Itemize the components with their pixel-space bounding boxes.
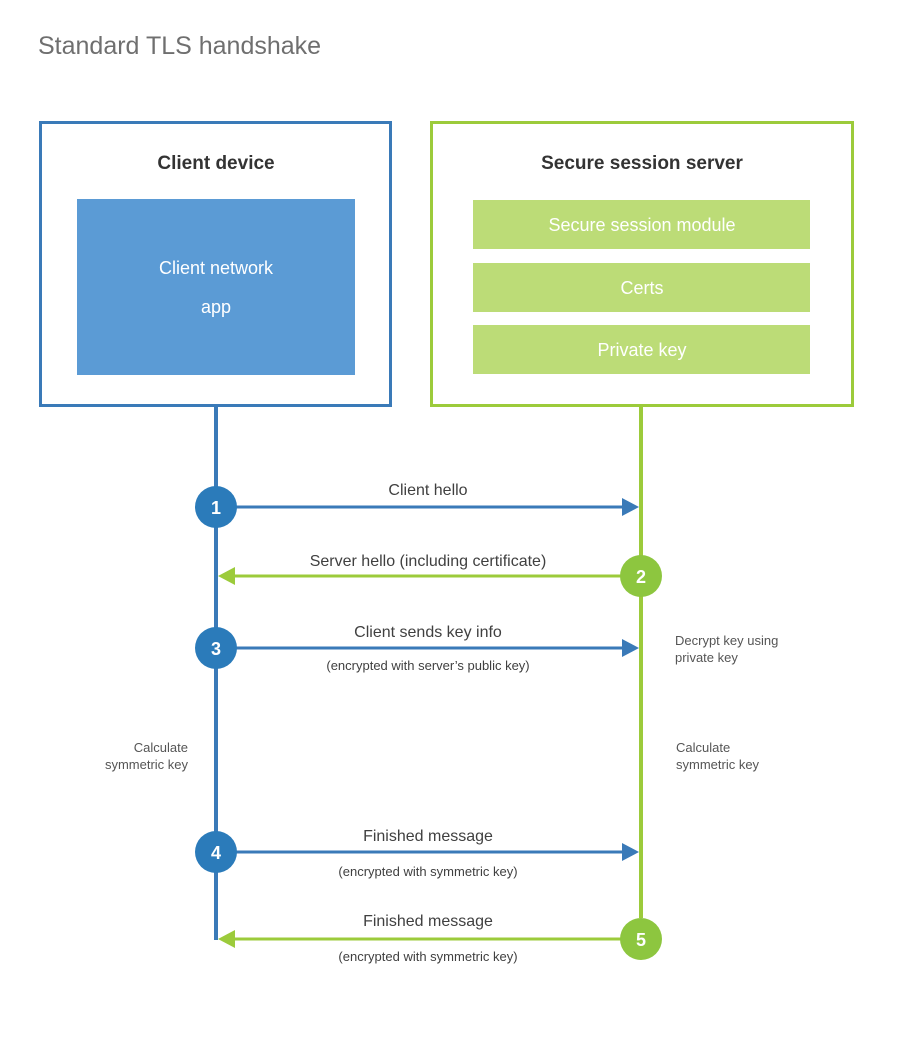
server-calc-line2: symmetric key bbox=[676, 757, 760, 772]
step-5-arrow-head bbox=[218, 930, 235, 948]
server-item-label-secure-session-module: Secure session module bbox=[548, 215, 735, 235]
secure-session-server-panel: Secure session server Secure session mod… bbox=[430, 121, 854, 407]
step-5-sublabel: (encrypted with symmetric key) bbox=[338, 949, 517, 964]
server-item-box-certs bbox=[473, 263, 810, 312]
server-decrypt-annotation: Decrypt key using private key bbox=[675, 633, 778, 665]
server-item-box-secure-session-module bbox=[473, 200, 810, 249]
step-1-group: Client hello 1 bbox=[195, 482, 639, 528]
step-3-label: Client sends key info bbox=[354, 624, 502, 641]
step-4-label: Finished message bbox=[363, 828, 493, 845]
server-decrypt-line1: Decrypt key using bbox=[675, 633, 778, 648]
step-1-arrow-head bbox=[622, 498, 639, 516]
server-item-label-private-key: Private key bbox=[597, 340, 686, 360]
step-1-number: 1 bbox=[211, 498, 221, 518]
step-4-arrow-head bbox=[622, 843, 639, 861]
step-2-badge bbox=[620, 555, 662, 597]
step-2-group: Server hello (including certificate) 2 bbox=[218, 553, 662, 597]
secure-session-server-title: Secure session server bbox=[541, 153, 743, 174]
client-network-app-label-line1: Client network bbox=[159, 258, 274, 278]
step-3-badge bbox=[195, 627, 237, 669]
step-5-group: Finished message (encrypted with symmetr… bbox=[218, 913, 662, 964]
step-2-arrow-head bbox=[218, 567, 235, 585]
server-calculate-symmetric-key-annotation: Calculate symmetric key bbox=[676, 740, 760, 772]
step-3-number: 3 bbox=[211, 639, 221, 659]
client-network-app-label-line2: app bbox=[201, 297, 231, 317]
client-device-panel: Client device Client network app bbox=[39, 121, 392, 407]
step-5-number: 5 bbox=[636, 930, 646, 950]
step-3-sublabel: (encrypted with server’s public key) bbox=[326, 658, 529, 673]
client-device-title: Client device bbox=[157, 153, 274, 174]
step-4-sublabel: (encrypted with symmetric key) bbox=[338, 864, 517, 879]
client-calc-line2: symmetric key bbox=[105, 757, 189, 772]
server-calc-line1: Calculate bbox=[676, 740, 730, 755]
step-4-group: Finished message (encrypted with symmetr… bbox=[195, 828, 639, 879]
step-1-label: Client hello bbox=[388, 482, 467, 499]
step-3-group: Client sends key info (encrypted with se… bbox=[195, 624, 639, 673]
step-1-badge bbox=[195, 486, 237, 528]
step-4-number: 4 bbox=[211, 843, 221, 863]
client-calculate-symmetric-key-annotation: Calculate symmetric key bbox=[105, 740, 189, 772]
client-calc-line1: Calculate bbox=[134, 740, 188, 755]
step-2-number: 2 bbox=[636, 567, 646, 587]
step-5-label: Finished message bbox=[363, 913, 493, 930]
page-title: Standard TLS handshake bbox=[38, 32, 321, 60]
server-item-box-private-key bbox=[473, 325, 810, 374]
server-decrypt-line2: private key bbox=[675, 650, 738, 665]
step-2-label: Server hello (including certificate) bbox=[310, 553, 547, 570]
client-network-app-box bbox=[77, 199, 355, 375]
step-5-badge bbox=[620, 918, 662, 960]
step-3-arrow-head bbox=[622, 639, 639, 657]
server-item-label-certs: Certs bbox=[620, 278, 663, 298]
step-4-badge bbox=[195, 831, 237, 873]
